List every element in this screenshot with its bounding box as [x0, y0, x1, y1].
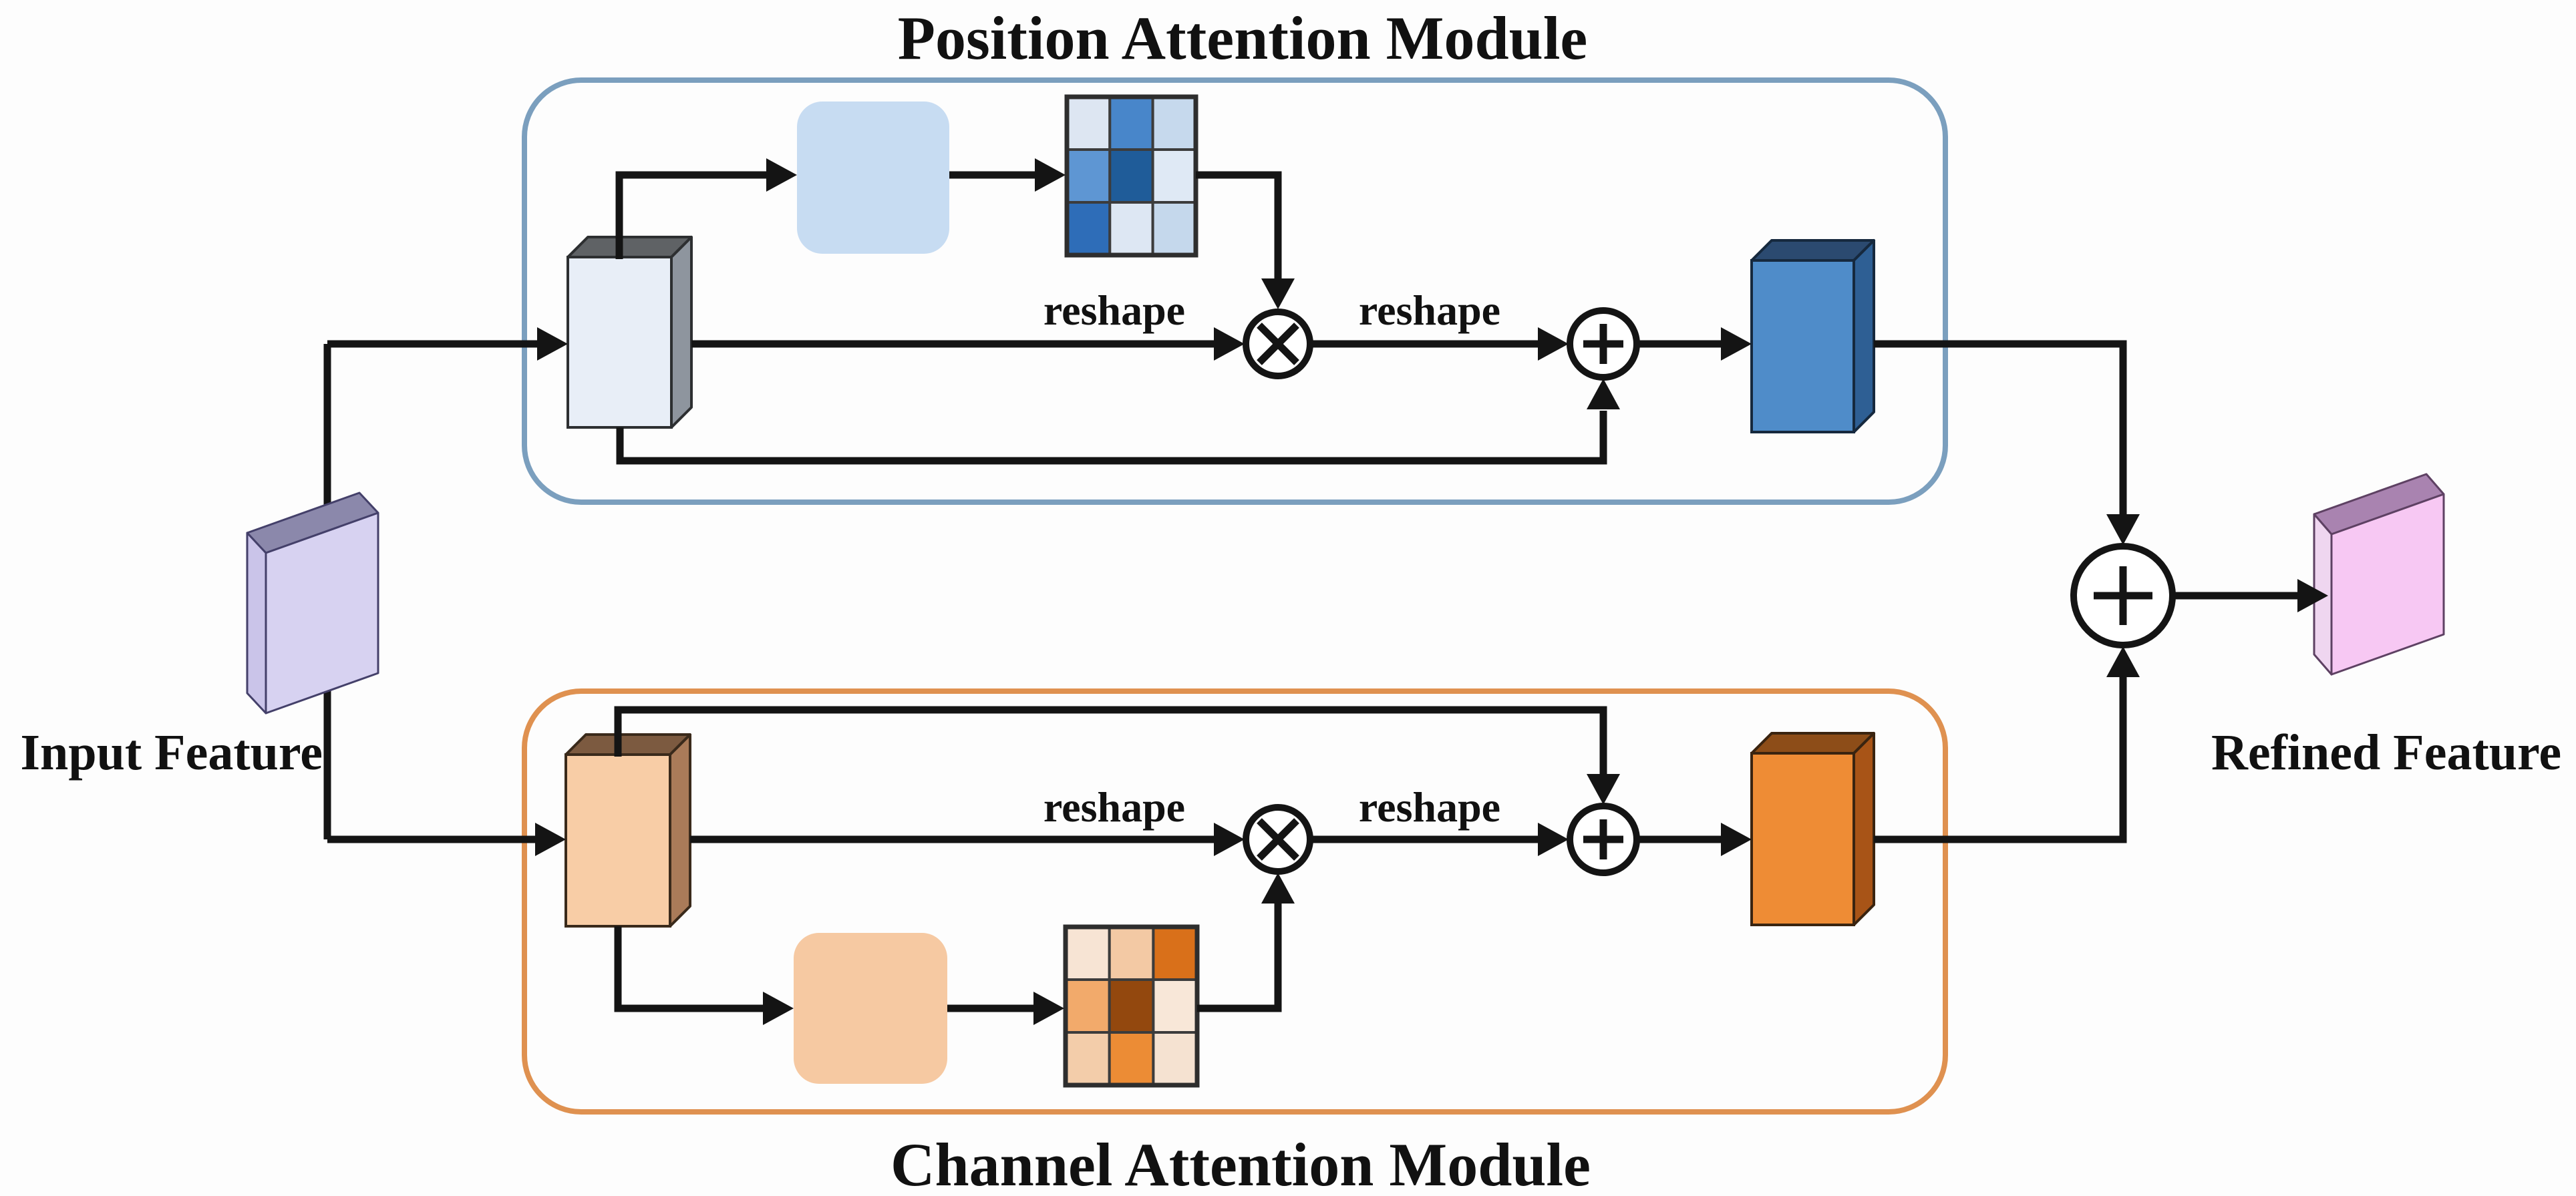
cam-add-op: [1567, 803, 1640, 876]
attention-cell: [1064, 926, 1111, 981]
pam-output-cube: [1750, 239, 1875, 433]
cam-softmax-square: [794, 933, 947, 1084]
attention-cell: [1108, 201, 1154, 256]
refined-feature-slab: [2313, 473, 2445, 676]
cam-title: Channel Attention Module: [891, 1131, 1591, 1196]
arrow-pam-out-to-fusion: [1874, 340, 2127, 514]
attention-cell: [1064, 1031, 1111, 1086]
plus-icon: [1583, 819, 1623, 859]
arrow-cam-cube-to-square: [614, 926, 763, 1012]
attention-cell: [1108, 1031, 1155, 1086]
attention-cell: [1108, 95, 1154, 151]
cam-attention-matrix: [1063, 924, 1200, 1088]
attention-cell: [1151, 95, 1197, 151]
input-feature-label: Input Feature: [20, 725, 323, 781]
pam-title: Position Attention Module: [898, 4, 1587, 72]
attention-cell: [1151, 201, 1197, 256]
pam-multiply-op: [1243, 309, 1313, 379]
pam-softmax-square: [797, 102, 949, 254]
attention-cell: [1066, 95, 1112, 151]
plus-icon: [2094, 566, 2152, 625]
attention-cell: [1064, 978, 1111, 1034]
attention-cell: [1066, 201, 1112, 256]
attention-cell: [1108, 148, 1154, 204]
cam-multiply-op: [1243, 804, 1313, 875]
pam-add-op: [1567, 307, 1640, 381]
cam-reshape-label-2: reshape: [1359, 783, 1500, 831]
attention-cell: [1108, 978, 1155, 1034]
attention-cell: [1151, 148, 1197, 204]
refined-feature-label: Refined Feature: [2211, 725, 2561, 781]
plus-icon: [1583, 324, 1623, 364]
fusion-add-op: [2070, 543, 2176, 648]
attention-cell: [1108, 926, 1155, 981]
pam-reshape-label-2: reshape: [1359, 286, 1500, 334]
arrow-cam-skip-to-add: [614, 706, 1607, 774]
attention-cell: [1152, 1031, 1199, 1086]
cam-input-cube: [565, 733, 691, 928]
multiply-icon: [1257, 323, 1299, 365]
multiply-icon: [1257, 818, 1299, 861]
arrow-pam-cube-to-square: [615, 171, 766, 259]
input-feature-slab: [246, 491, 379, 715]
cam-output-cube: [1750, 732, 1875, 926]
position-attention-module-border: [522, 77, 1948, 505]
flow-arrows: [327, 158, 2328, 1025]
arrow-pam-skip-to-add: [616, 411, 1607, 465]
pam-reshape-label-1: reshape: [1043, 286, 1185, 334]
pam-input-cube: [567, 236, 693, 429]
arrow-pam-matrix-to-multiply: [1196, 171, 1282, 278]
channel-attention-module-border: [522, 688, 1948, 1115]
pam-attention-matrix: [1064, 94, 1198, 258]
arrow-cam-matrix-to-multiply: [1197, 904, 1282, 1012]
attention-cell: [1152, 926, 1199, 981]
cam-reshape-label-1: reshape: [1043, 783, 1185, 831]
attention-cell: [1066, 148, 1112, 204]
attention-cell: [1152, 978, 1199, 1034]
arrow-cam-out-to-fusion: [1874, 677, 2127, 843]
